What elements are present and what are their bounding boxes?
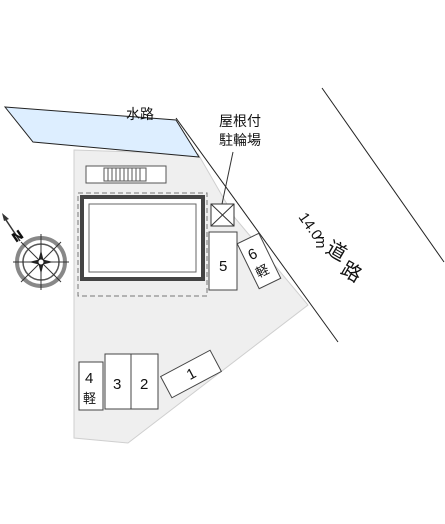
stairs-structure bbox=[85, 165, 167, 184]
bike-parking-box bbox=[210, 203, 235, 227]
bike-parking-leader bbox=[221, 151, 234, 205]
parking-note-4: 軽 bbox=[83, 392, 96, 407]
road-edge-line bbox=[321, 87, 445, 263]
parking-space-2: 2 bbox=[130, 353, 159, 410]
parking-number-2: 2 bbox=[140, 376, 148, 393]
building-dashed-outline bbox=[77, 192, 208, 297]
building-inner bbox=[88, 203, 197, 273]
waterway-label: 水路 bbox=[126, 107, 154, 123]
svg-text:m: m bbox=[312, 236, 329, 249]
parking-space-3: 3 bbox=[104, 353, 132, 410]
road-unit-label: m bbox=[312, 236, 329, 249]
parking-note-6: 軽 bbox=[254, 262, 272, 281]
parking-space-4: 4 軽 bbox=[78, 361, 104, 411]
parking-space-5: 5 bbox=[208, 231, 238, 291]
parking-space-6: 6 軽 bbox=[236, 232, 282, 290]
waterway-edge-line bbox=[175, 117, 339, 343]
bike-parking-label-line2: 駐輪場 bbox=[219, 132, 261, 149]
bike-parking-label-line1: 屋根付 bbox=[219, 114, 261, 130]
parking-space-1: 1 bbox=[159, 349, 223, 399]
waterway bbox=[3, 106, 200, 158]
parking-number-4: 4 bbox=[85, 370, 93, 387]
parking-number-5: 5 bbox=[219, 258, 227, 275]
compass-rose bbox=[2, 213, 69, 290]
parking-number-3: 3 bbox=[113, 376, 121, 393]
